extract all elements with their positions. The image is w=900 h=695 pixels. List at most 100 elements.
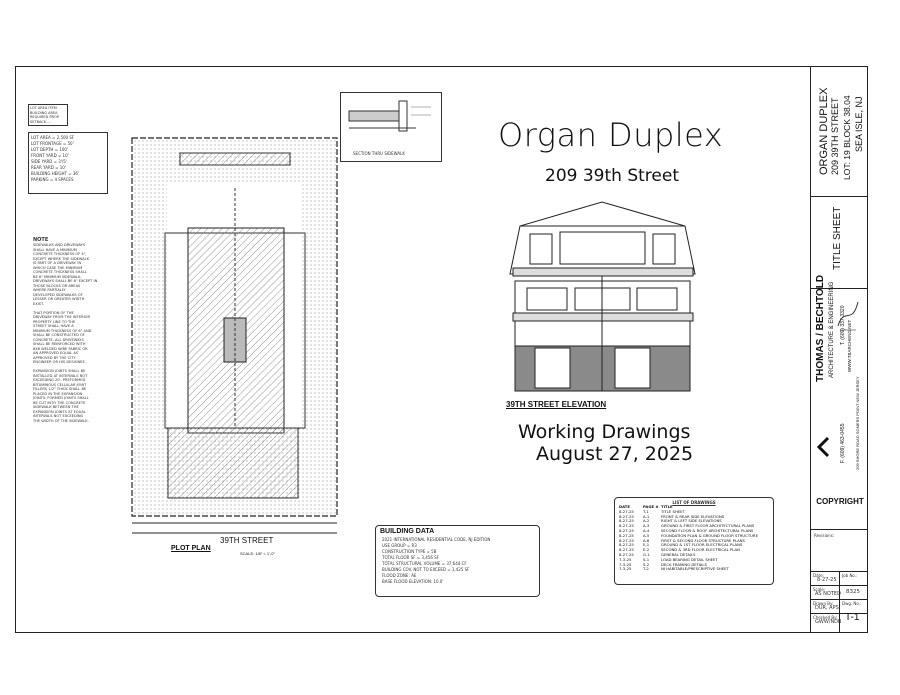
drawing-list-cell: A-4 [643,527,650,533]
drawing-list-cell: SECOND FLOOR & ROOF ARCHITECTURAL PLANS [661,527,754,533]
drawing-list-cell: A-6 [643,537,650,543]
street-label: 39TH STREET [220,536,274,545]
tb-drawn-label: Drawn By: [813,601,834,606]
building-data-heading: BUILDING DATA [380,528,435,535]
drawing-list-cell: A-1 [643,513,650,519]
title-block-lines [810,66,868,633]
tb-job-label: Job No.: [842,573,858,578]
drawing-list-row: 8-27-25 E-2 SECOND & 3RD FLOOR ELECTRICAL … [619,547,769,553]
tb-firm-name: THOMAS / BECHTOLD [815,274,826,382]
drawing-list-cell: 8-27-25 [619,547,634,553]
drawing-list-row: 8-27-25 A-3 GROUND & FIRST FLOOR ARCHITECT… [619,523,769,529]
tb-scale-label: Scale: [813,587,826,592]
tb-sheet-number: T-1 [845,612,860,623]
drawing-list-cell: A-5 [643,532,650,538]
drawing-list-cell: 7-3-25 [619,566,632,572]
section-detail-label: SECTION THRU SIDEWALK [353,151,405,156]
project-address: 209 39th Street [545,166,679,186]
tb-dwg-label: Dwg. No.: [842,601,862,606]
drawing-set-label: Working Drawings [518,421,691,443]
drawing-list-cell: S-1 [643,556,650,562]
drawing-list-cell: E-1 [643,542,650,548]
tb-scale-value: AS NOTED [815,591,841,597]
drawing-list-cell: A-3 [643,523,650,529]
drawing-list-cell: G-1 [643,551,650,557]
zoning-text: LOT AREA = 2,500 SF LOT FRONTAGE = 50' L… [31,135,80,182]
tb-city: SEA ISLE, NJ [854,96,864,152]
drawing-list-cell: S-2 [643,561,650,567]
zoning-box: LOT AREA = 2,500 SF LOT FRONTAGE = 50' L… [28,132,108,194]
drawing-list-cell: GROUND & FIRST FLOOR ARCHITECTURAL PLANS [661,523,755,529]
drawing-list-cell: SECOND & 3RD FLOOR ELECTRICAL PLAN [661,547,740,553]
drawing-list-row: 8-27-25 T-1 TITLE SHEET [619,508,769,515]
legend-box: LOT AREA ITEM BUILDING AREA REQUIRED PRO… [28,104,68,126]
building-data-lines: 2021 INTERNATIONAL RESIDENTIAL CODE, NJ … [382,537,491,584]
drawing-list-cell: FOUNDATION PLAN & GROUND FLOOR STRUCTURE [661,532,758,538]
tb-copyright: COPYRIGHT [812,497,868,506]
drawing-list-cell: TITLE SHEET [661,508,685,514]
drawing-date: August 27, 2025 [536,443,694,465]
drawing-list-row: 8-27-25 A-4 SECOND FLOOR & ROOF ARCHITECTU… [619,527,769,534]
drawing-list-cell: GROUND & 1ST FLOOR ELECTRICAL PLANS [661,542,743,548]
drawing-list-row: 8-27-25 A-6 FIRST & SECOND FLOOR STRUCTURE… [619,537,769,544]
tb-drawn-value: DUR, APS [815,605,839,611]
drawing-list-cell: T-2 [643,566,649,572]
drawing-list-cell: 8-27-25 [619,527,634,533]
drawing-list-heading: LIST OF DRAWINGS [672,500,716,505]
plot-plan-drawing [131,137,338,534]
front-elevation-drawing [509,201,696,392]
drawing-list-cell: LOAD BEARING DETAIL SHEET [661,556,718,562]
drawing-list-row: 7-3-25 T-2 NJ HABITABLE/PRESCRIPTIVE SHEET [619,567,769,572]
drawing-list-row: 8-27-25 A-1 FRONT & REAR SIDE ELEVATIONS [619,513,769,520]
drawing-list-cell: A-2 [643,518,650,524]
tb-job-value: 8325 [846,589,860,595]
drawing-list-cell: 7-3-25 [619,556,632,562]
section-detail-drawing [348,100,431,132]
tb-revisions-label: Revisions: [814,533,835,538]
drawing-list-cell: FRONT & REAR SIDE ELEVATIONS [661,513,725,519]
drawing-list-cell: 8-27-25 [619,523,634,529]
tb-checked-label: Checked By: [813,615,838,620]
tb-project-name: ORGAN DUPLEX [818,87,830,175]
tb-firm-fax: F. (609) 463-0455 [840,423,846,463]
tb-date-value: 8-27-25 [817,577,837,583]
elevation-label: 39TH STREET ELEVATION [506,400,607,409]
drawing-list-cell: FIRST & SECOND FLOOR STRUCTURE PLANS [661,537,745,543]
drawing-list-cell: T-1 [643,508,649,514]
section-detail-box: SECTION THRU SIDEWALK [340,92,442,162]
drawing-list-cell: 8-27-25 [619,551,634,557]
notes-block: NOTE SIDEWALKS AND DRIVEWAYS SHALL HAVE … [33,238,103,423]
legend-text: LOT AREA ITEM BUILDING AREA REQUIRED PRO… [30,106,60,124]
plot-plan-label: PLOT PLAN [171,545,211,552]
drawing-list-cell: 8-27-25 [619,518,634,524]
engineer-seal-icon [837,301,859,331]
drawing-list-col-header: TITLE [661,504,673,509]
tb-lot-block: LOT: 19 BLOCK 38.04 [842,95,852,180]
drawing-list-cell: 8-27-25 [619,537,634,543]
tb-copyright-heading: COPYRIGHT [816,497,864,506]
drawing-list-col-header: DATE [619,504,630,509]
note-text: SIDEWALKS AND DRIVEWAYS SHALL HAVE A MIN… [33,243,98,423]
firm-logo-icon [816,436,830,458]
drawing-list-cell: E-2 [643,547,650,553]
tb-street: 209 39TH STREET [830,97,840,175]
drawing-list-row: 8-27-25 A-5 FOUNDATION PLAN & GROUND FLOOR… [619,532,769,539]
drawing-list-row: 7-3-25 S-1 LOAD BEARING DETAIL SHEET [619,556,769,563]
drawing-list-col-header: PAGE # [643,504,659,509]
drawing-list-cell: 8-27-25 [619,508,634,514]
drawing-list-cell: RIGHT & LEFT SIDE ELEVATIONS [661,518,722,524]
drawing-sheet [15,66,868,633]
drawing-list-cell: 8-27-25 [619,513,634,519]
drawing-list-cell: 8-27-25 [619,532,634,538]
drawing-list-cell: NJ HABITABLE/PRESCRIPTIVE SHEET [661,566,729,572]
plot-plan-scale: SCALE: 1/8" = 1'-0" [240,551,275,556]
tb-sheet-title: TITLE SHEET [832,206,843,270]
title-block [810,66,869,633]
tb-checked-value: GWW/NDB [815,619,842,625]
project-title: Organ Duplex [498,116,724,154]
drawing-list-cell: 7-3-25 [619,561,632,567]
